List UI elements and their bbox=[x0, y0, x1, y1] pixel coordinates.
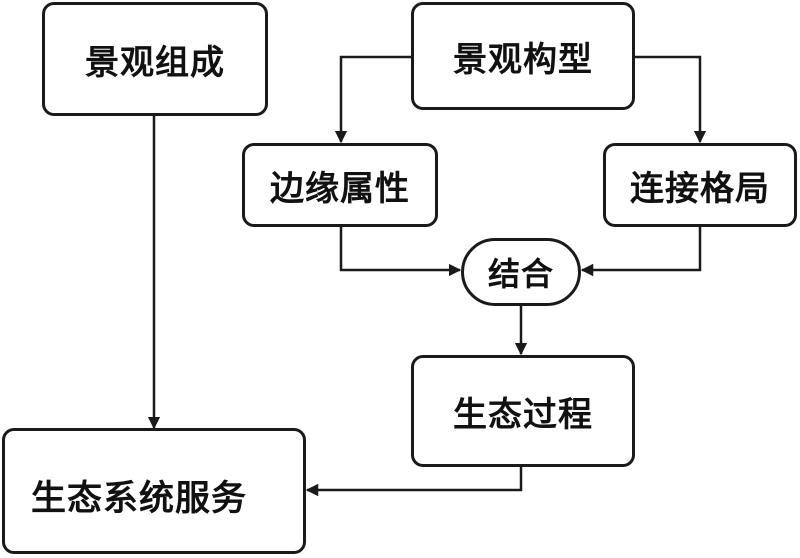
node-connectivity-pattern: 连接格局 bbox=[603, 143, 797, 227]
node-landscape-configuration: 景观构型 bbox=[411, 2, 635, 110]
node-label: 生态过程 bbox=[453, 394, 593, 435]
node-label: 景观组成 bbox=[85, 42, 225, 83]
arrow-process-to-services bbox=[305, 467, 523, 497]
node-ecological-process: 生态过程 bbox=[411, 355, 635, 467]
node-label: 连接格局 bbox=[630, 168, 770, 209]
node-label: 边缘属性 bbox=[270, 168, 410, 209]
node-edge-attributes: 边缘属性 bbox=[242, 143, 438, 227]
node-label: 结合 bbox=[487, 255, 554, 293]
node-combination: 结合 bbox=[461, 238, 581, 306]
arrow-configuration-to-connectivity bbox=[635, 55, 707, 144]
node-ecosystem-services: 生态系统服务 bbox=[2, 428, 306, 554]
node-landscape-composition: 景观组成 bbox=[42, 2, 268, 116]
arrow-configuration-to-edge bbox=[334, 55, 411, 144]
node-label: 生态系统服务 bbox=[31, 478, 248, 519]
arrow-edge-to-combination bbox=[339, 227, 462, 277]
node-label: 景观构型 bbox=[453, 39, 593, 80]
arrow-connectivity-to-combination bbox=[580, 227, 702, 277]
